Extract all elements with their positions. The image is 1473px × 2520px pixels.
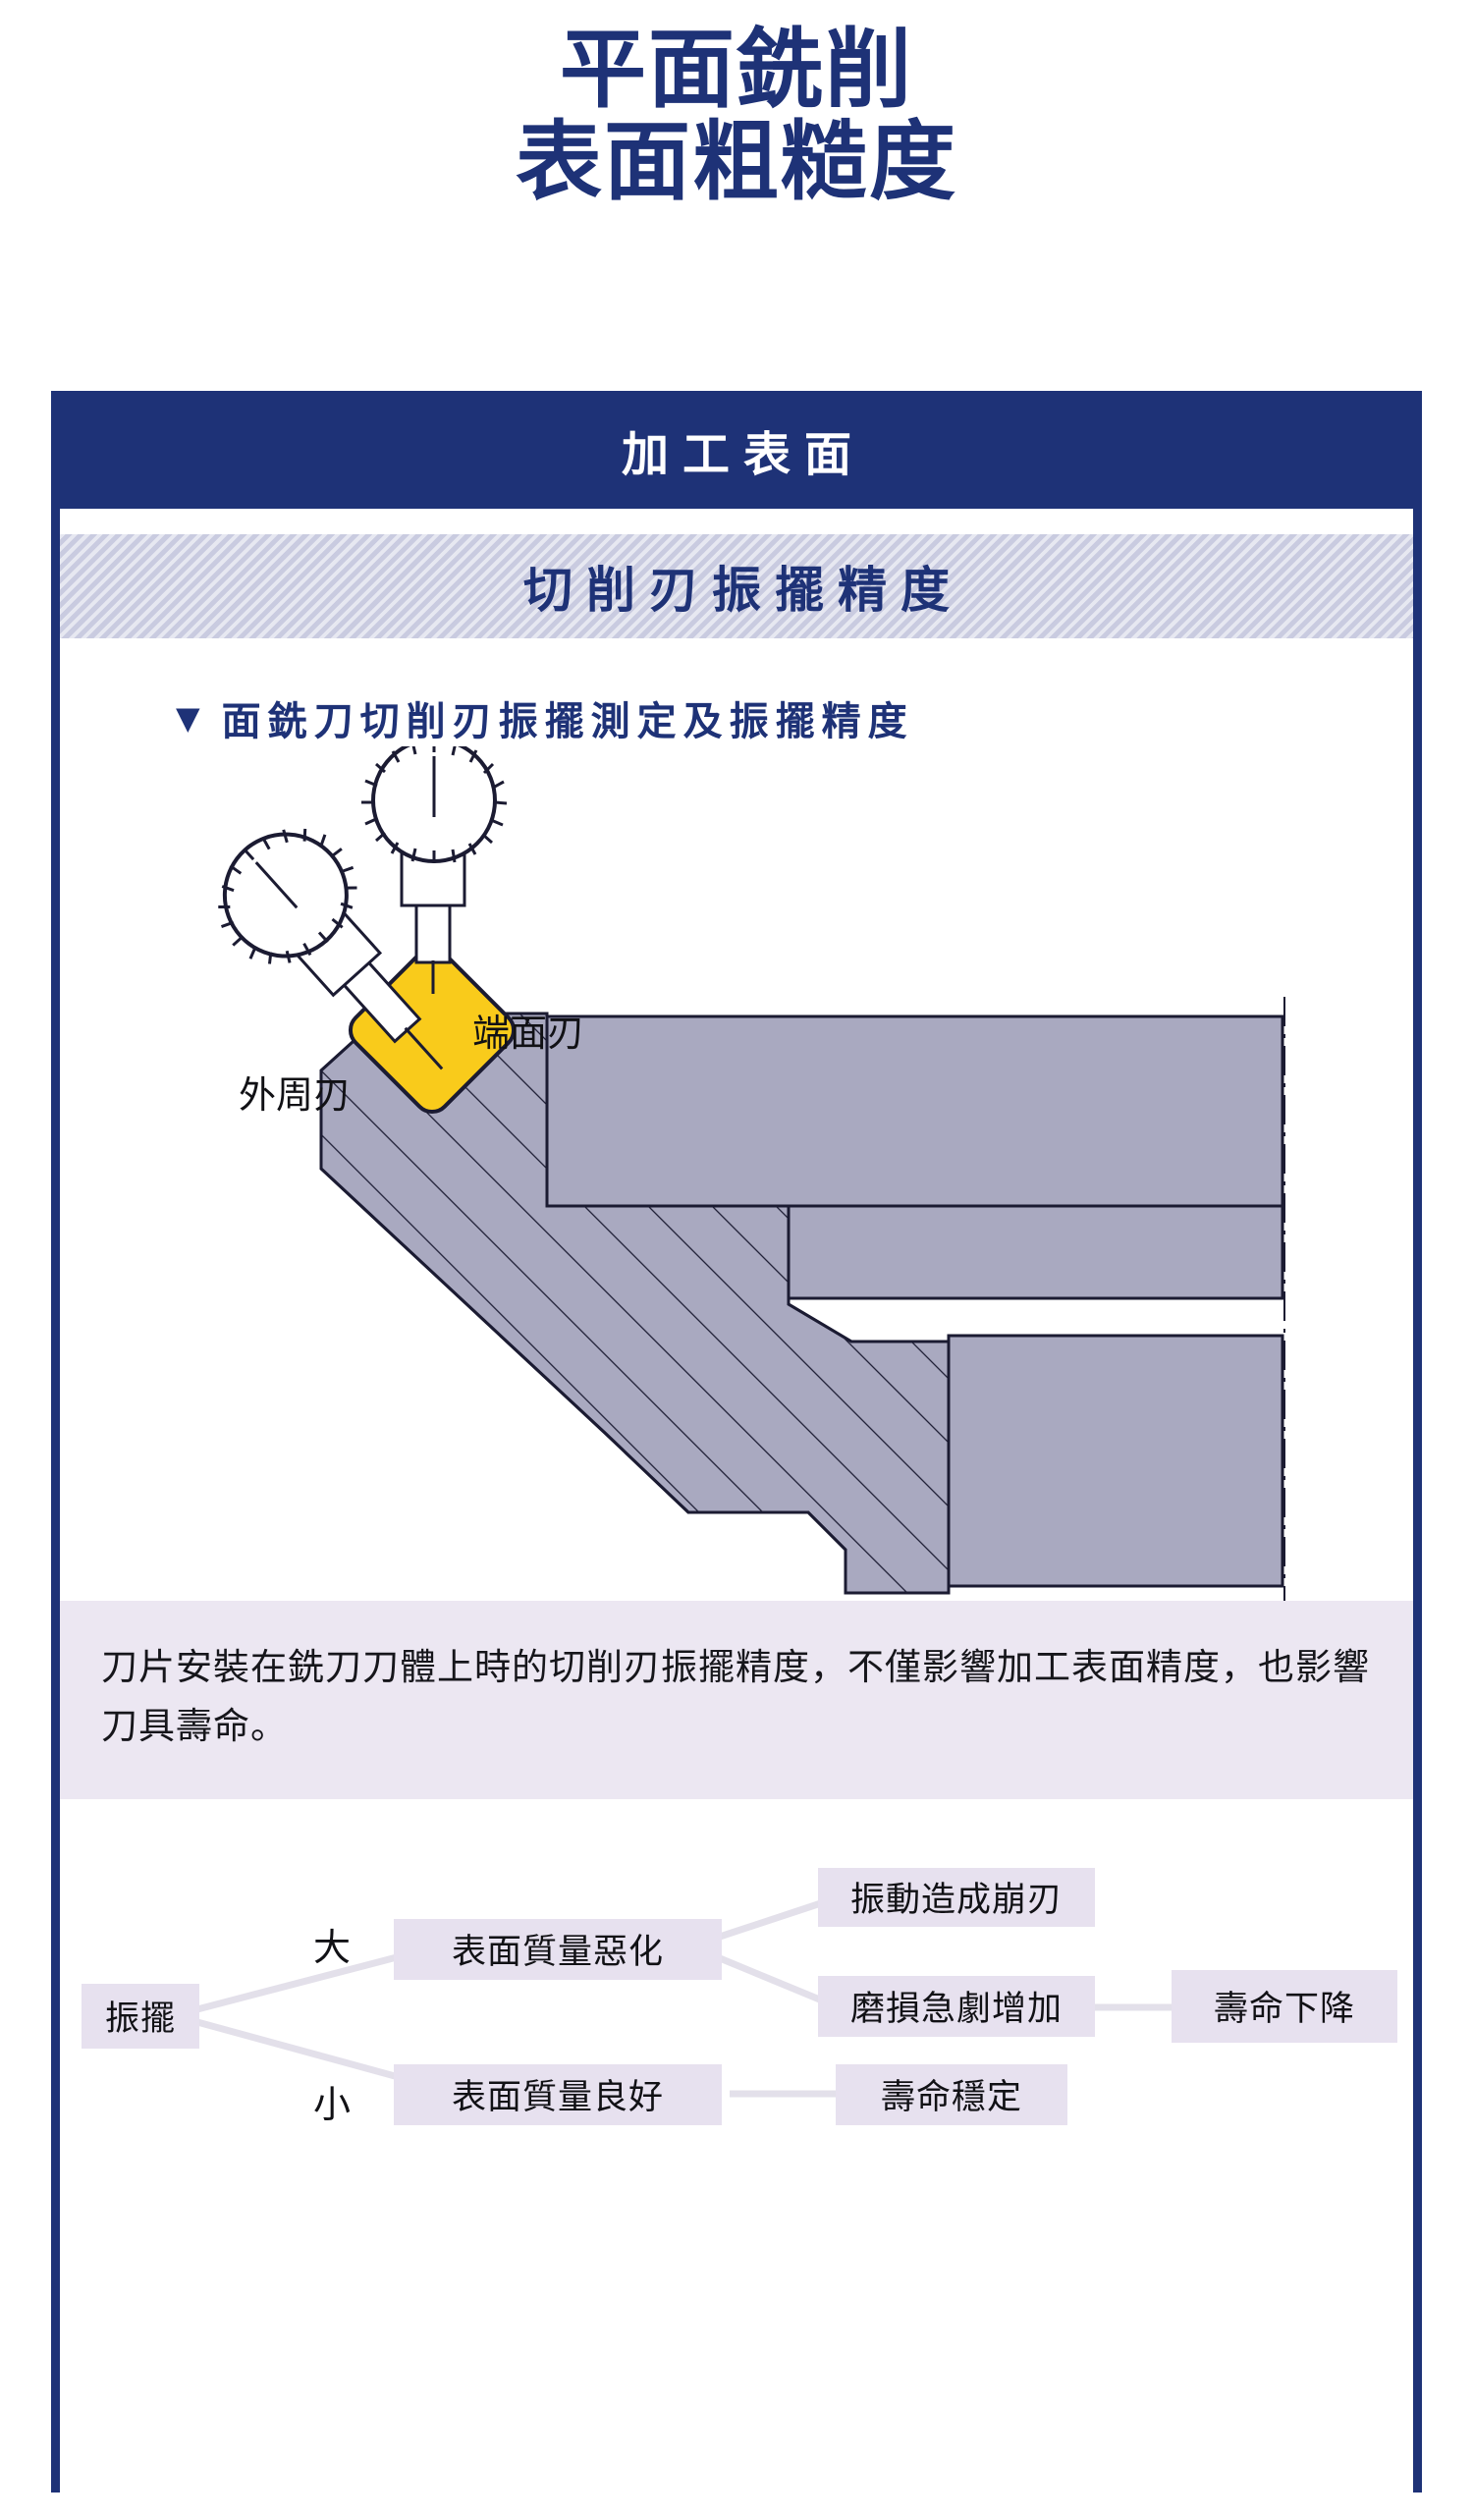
description-text: 刀片安裝在銑刀刀體上時的切削刃振擺精度，不僅影響加工表面精度，也影響刀具壽命。 <box>60 1601 1413 1799</box>
flow-node-life-down: 壽命下降 <box>1172 1969 1397 2043</box>
section-heading-label: 面銑刀切削刃振擺測定及振擺精度 <box>221 699 914 744</box>
flow-node-root: 振擺 <box>82 1983 199 2049</box>
label-face-edge: 端面刃 <box>472 1012 584 1055</box>
flow-node-surface-bad: 表面質量惡化 <box>394 1918 722 1980</box>
content-card: 加工表面 切削刃振擺精度 ▼ 面銑刀切削刃振擺測定及振擺精度 <box>51 391 1422 2493</box>
page-title: 平面銑削 表面粗糙度 <box>0 0 1473 206</box>
flow-diagram: 振擺 大 小 表面質量惡化 表面質量良好 振動造成崩刃 磨損急劇增加 壽命穩定 … <box>60 1821 1413 2174</box>
flow-branch-label-small: 小 <box>313 2082 352 2126</box>
diagram-svg: 端面刃 外周刃 <box>218 746 1285 1601</box>
section-heading: ▼ 面銑刀切削刃振擺測定及振擺精度 <box>176 689 1413 746</box>
page-title-line-2: 表面粗糙度 <box>515 110 957 212</box>
dial-gauge-peripheral <box>218 828 444 1070</box>
band-spacer <box>60 509 1413 534</box>
triangle-marker-icon: ▼ <box>176 699 200 737</box>
flow-node-surface-good: 表面質量良好 <box>394 2063 722 2125</box>
flow-node-wear: 磨損急劇增加 <box>818 1975 1095 2037</box>
process-band: 加工表面 <box>60 391 1413 509</box>
dial-gauge-face <box>361 746 508 964</box>
flow-node-life-stable: 壽命穩定 <box>836 2063 1067 2125</box>
flow-node-chipping: 振動造成崩刃 <box>818 1867 1095 1927</box>
milling-cutter-diagram: 端面刃 外周刃 <box>60 746 1413 1601</box>
page-title-line-1: 平面銑削 <box>559 19 913 120</box>
topic-band: 切削刃振擺精度 <box>60 534 1413 638</box>
label-peripheral-edge: 外周刃 <box>239 1073 351 1117</box>
flow-branch-label-large: 大 <box>313 1925 352 1969</box>
